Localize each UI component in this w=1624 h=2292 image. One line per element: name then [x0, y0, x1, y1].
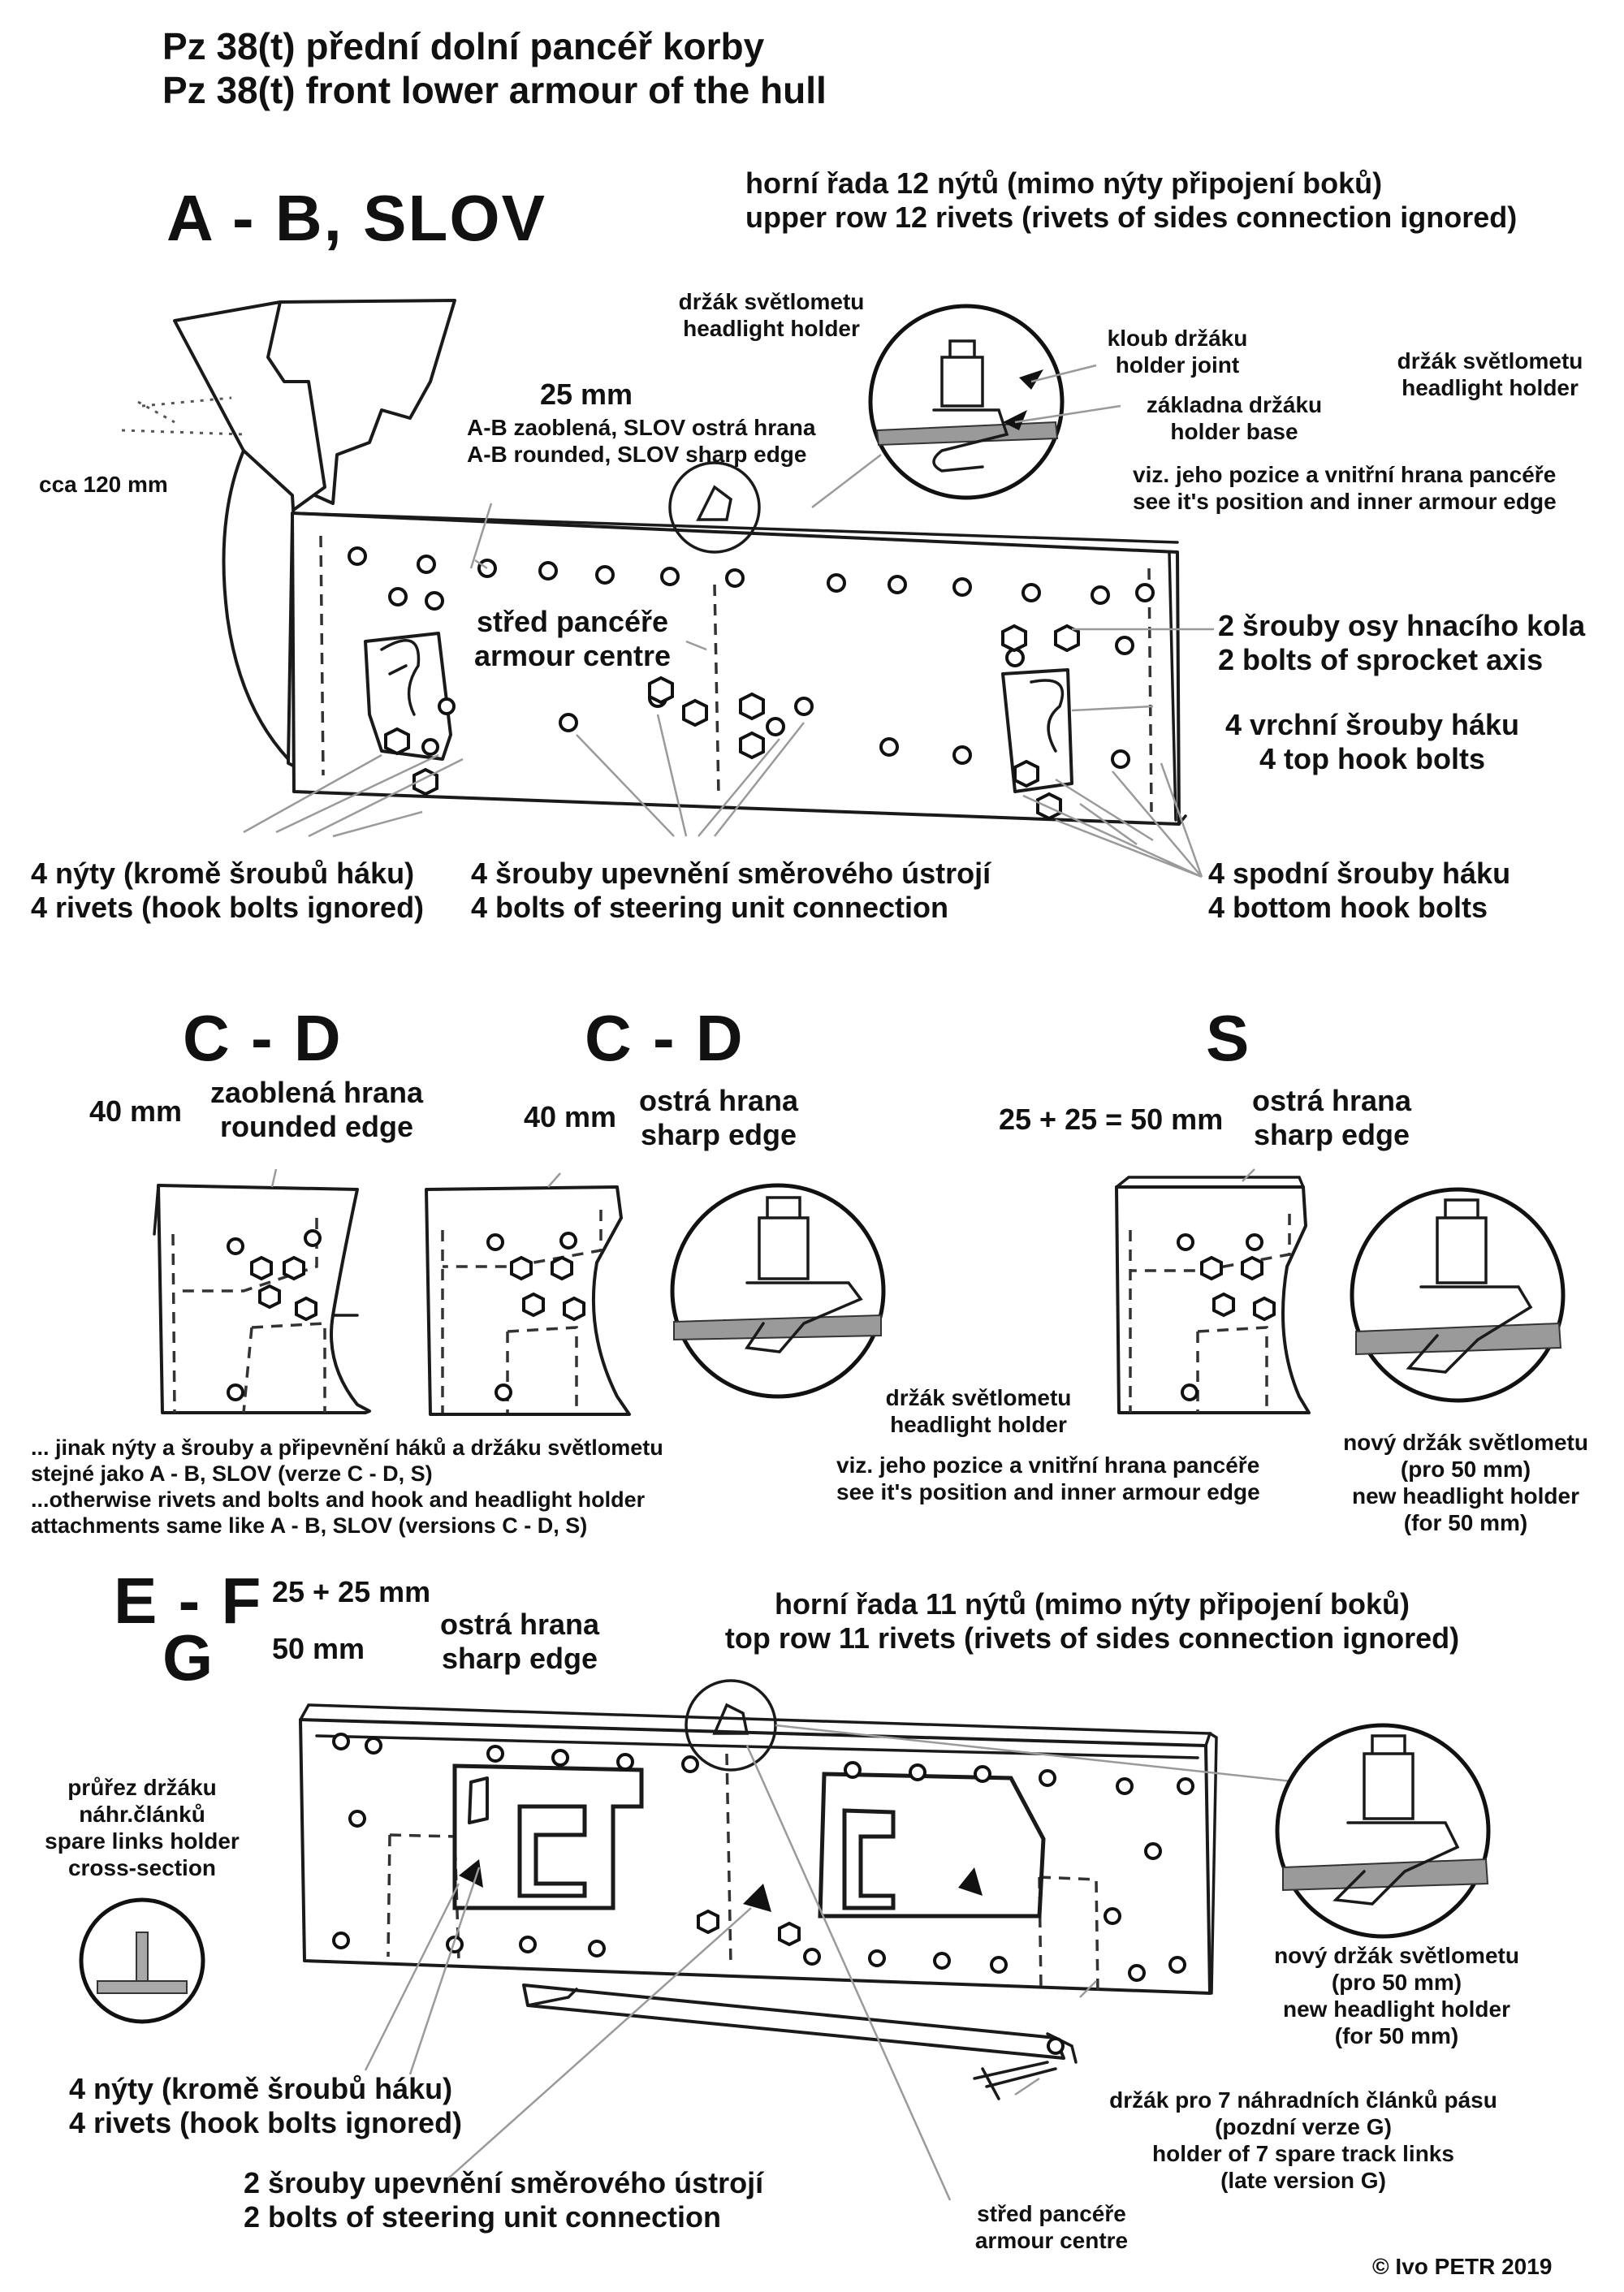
efg-edge: ostrá hrana sharp edge [439, 1608, 600, 1676]
cd-sharp-thickness: 40 mm [524, 1100, 617, 1133]
ab-slov-plate-drawing [121, 299, 1214, 878]
ab-top-row-note: horní řada 12 nýtů (mimo nýty připojení … [745, 166, 1517, 235]
efg-steering-bolts: 2 šrouby upevnění směrového ústrojí 2 bo… [244, 2166, 764, 2234]
efg-rivets-note: 4 nýty (kromě šroubů háku) 4 rivets (hoo… [69, 2072, 463, 2140]
efg-top-row-note: horní řada 11 nýtů (mimo nýty připojení … [724, 1587, 1460, 1655]
g-heading: G [162, 1621, 215, 1694]
ab-holder-base-label: základna držáku holder base [1146, 392, 1323, 445]
title-block: Pz 38(t) přední dolní pancéř korby Pz 38… [162, 24, 827, 113]
s-edge: ostrá hrana sharp edge [1251, 1084, 1412, 1152]
ab-slov-heading: A - B, SLOV [166, 182, 546, 254]
spare-track-links-holder-note: držák pro 7 náhradních článků pásu (pozd… [1109, 2087, 1497, 2194]
ab-top-row-en: upper row 12 rivets (rivets of sides con… [745, 201, 1518, 235]
ef-heading: E - F [114, 1565, 263, 1637]
s-heading: S [1206, 1002, 1251, 1074]
cd-rounded-thickness: 40 mm [89, 1094, 183, 1128]
cd-rounded-heading: C - D [183, 1002, 343, 1074]
ab-steering-bolts: 4 šrouby upevnění směrového ústrojí 4 bo… [471, 857, 991, 925]
s-plate-drawing [1115, 1168, 1566, 1414]
ab-top-hook-bolts: 4 vrchní šrouby háku 4 top hook bolts [1224, 708, 1520, 776]
same-as-ab-note: ... jinak nýty a šrouby a připevnění hák… [31, 1435, 663, 1538]
ab-holder-label: držák světlometu headlight holder [678, 289, 865, 342]
cd-sharp-position-note: viz. jeho pozice a vnitřní hrana pancéře… [836, 1452, 1260, 1505]
efg-new-holder-label: nový držák světlometu (pro 50 mm) new he… [1274, 1943, 1519, 2049]
s-new-holder-label: nový držák světlometu (pro 50 mm) new he… [1343, 1430, 1588, 1536]
ab-thickness: 25 mm [540, 378, 633, 411]
title-en: Pz 38(t) front lower armour of the hull [162, 69, 827, 112]
cd-sharp-holder-label: držák světlometu headlight holder [885, 1385, 1072, 1438]
ab-sprocket-bolts: 2 šrouby osy hnacího kola 2 bolts of spr… [1218, 609, 1586, 677]
copyright: © Ivo PETR 2019 [1372, 2254, 1553, 2279]
ab-rivets-note: 4 nýty (kromě šroubů háku) 4 rivets (hoo… [31, 857, 425, 925]
s-thickness: 25 + 25 = 50 mm [999, 1103, 1224, 1136]
ab-cca-dimension: cca 120 mm [39, 472, 168, 497]
ab-holder-joint-label: kloub držáku holder joint [1107, 326, 1248, 378]
ab-edge-note: A-B zaoblená, SLOV ostrá hrana A-B round… [467, 415, 816, 468]
spare-links-cross-section-label: průřez držáku náhr.článků spare links ho… [45, 1775, 240, 1881]
cd-sharp-plate-drawing [425, 1172, 886, 1416]
ab-position-note: viz. jeho pozice a vnitřní hrana pancéře… [1133, 462, 1557, 515]
ab-armour-centre: střed pancéře armour centre [473, 605, 672, 673]
g-thickness: 50 mm [272, 1632, 365, 1665]
ef-thickness: 25 + 25 mm [272, 1575, 431, 1608]
efg-armour-centre: střed pancéře armour centre [974, 2201, 1129, 2254]
cd-sharp-heading: C - D [585, 1002, 745, 1074]
cd-rounded-edge: zaoblená hrana rounded edge [209, 1076, 424, 1144]
ab-holder-label-right: držák světlometu headlight holder [1397, 348, 1583, 401]
cd-sharp-edge: ostrá hrana sharp edge [638, 1084, 799, 1152]
cd-rounded-plate-drawing [153, 1168, 371, 1414]
efg-plate-drawing [79, 1679, 1491, 2201]
ab-bottom-hook-bolts: 4 spodní šrouby háku 4 bottom hook bolts [1208, 857, 1511, 925]
ab-top-row-cz: horní řada 12 nýtů (mimo nýty připojení … [745, 166, 1383, 200]
title-cz: Pz 38(t) přední dolní pancéř korby [162, 25, 765, 67]
